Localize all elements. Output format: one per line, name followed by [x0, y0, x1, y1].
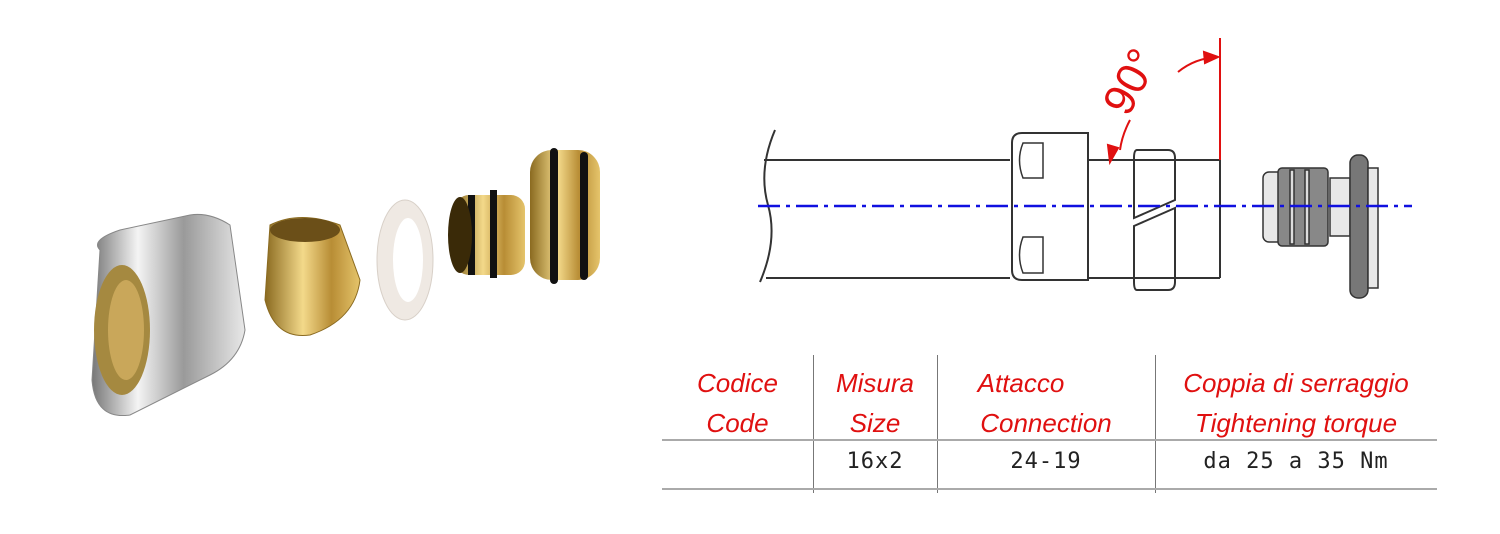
- cell-size: 16x2: [846, 449, 904, 474]
- header-code: Codice Code: [662, 363, 813, 443]
- header-it: Coppia di serraggio: [1183, 368, 1409, 398]
- technical-drawing: 90°: [758, 38, 1412, 299]
- header-en: Tightening torque: [1194, 408, 1398, 438]
- product-photo: [91, 148, 600, 417]
- angle-label: 90°: [1094, 41, 1169, 123]
- header-en: Size: [849, 408, 901, 438]
- brass-insert: [448, 148, 600, 284]
- header-en: Connection: [980, 408, 1112, 438]
- column-divider: [1155, 355, 1156, 493]
- header-connection: Attacco Connection: [937, 363, 1155, 443]
- cell-torque: da 25 a 35 Nm: [1203, 449, 1389, 474]
- white-washer: [376, 199, 434, 321]
- insert-drawing: [1262, 154, 1379, 299]
- header-size: Misura Size: [813, 363, 937, 443]
- header-divider: [662, 439, 1437, 441]
- angle-dimension: [1106, 38, 1221, 166]
- table-bottom-border: [662, 488, 1437, 490]
- column-divider: [937, 355, 938, 493]
- header-it: Attacco: [977, 368, 1065, 398]
- column-divider: [813, 355, 814, 493]
- nut-flat-bottom: [1018, 236, 1044, 274]
- cell-connection: 24-19: [1010, 449, 1082, 474]
- chrome-nut: [91, 214, 246, 417]
- header-en: Code: [706, 408, 769, 438]
- header-torque: Coppia di serraggio Tightening torque: [1155, 363, 1437, 443]
- nut-outline: [1011, 132, 1089, 281]
- nut-flat-top: [1018, 142, 1044, 179]
- header-it: Misura: [835, 368, 914, 398]
- header-it: Codice: [697, 368, 778, 398]
- olive-outline: [1133, 149, 1176, 291]
- brass-olive: [264, 217, 361, 337]
